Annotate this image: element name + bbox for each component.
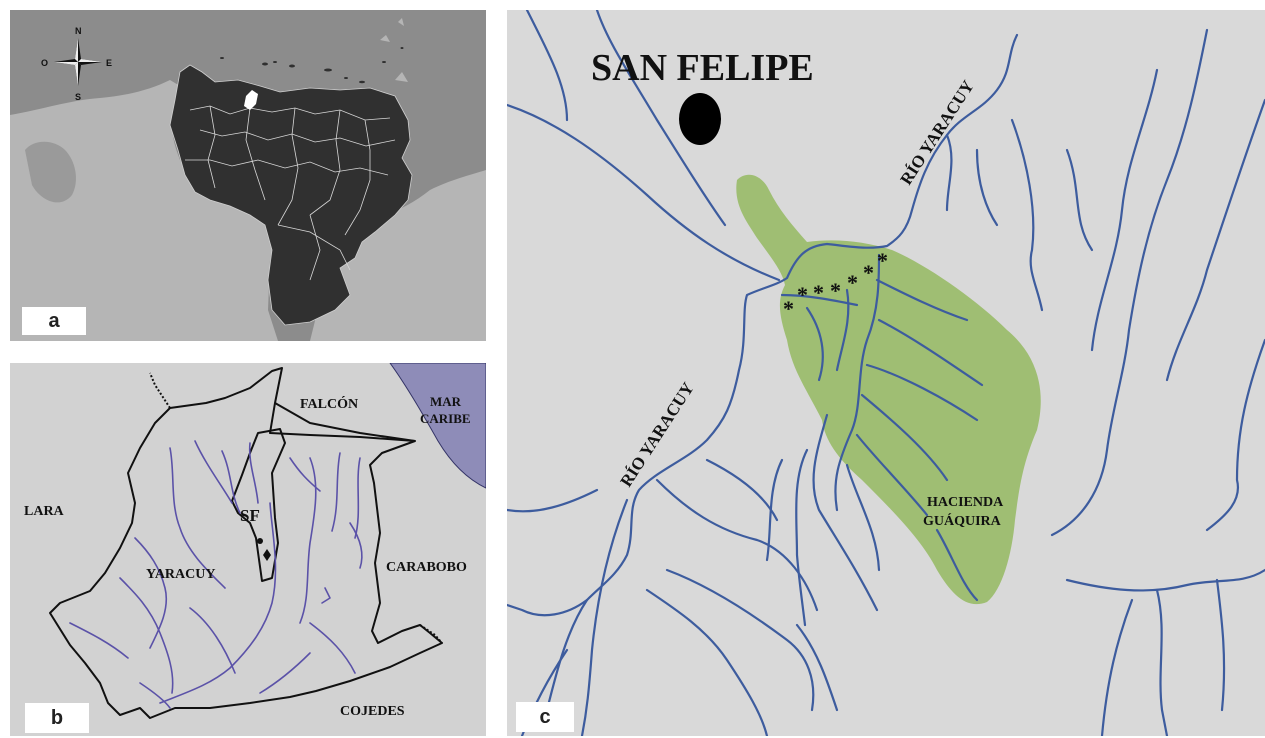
compass-north: N bbox=[75, 26, 82, 36]
falcon-border bbox=[274, 402, 416, 442]
compass-east: E bbox=[106, 58, 112, 68]
yaracuy-state-map: FALCÓN MAR CARIBE LARA SF YARACUY CARABO… bbox=[24, 363, 486, 719]
rivers-b bbox=[69, 440, 363, 709]
neighbor-land-east bbox=[310, 170, 486, 341]
hacienda-guaquira-area bbox=[736, 174, 1041, 605]
compass-rose-icon: N S E O bbox=[41, 26, 112, 102]
yaracuy-border bbox=[49, 367, 443, 719]
compass-south: S bbox=[75, 92, 81, 102]
hacienda-diamond bbox=[263, 549, 271, 561]
label-carabobo: CARABOBO bbox=[386, 560, 467, 575]
site-marker: * bbox=[863, 260, 874, 285]
mar-caribe-area bbox=[389, 363, 486, 489]
sf-municipality-border bbox=[231, 428, 286, 582]
label-mar-caribe-2: CARIBE bbox=[420, 411, 471, 426]
label-falcon: FALCÓN bbox=[300, 395, 358, 412]
panel-c-hacienda-map: * * * * * * * SAN FELIPE RÍO YARACUY RÍO… bbox=[507, 10, 1265, 736]
label-hacienda-1: HACIENDA bbox=[927, 495, 1004, 510]
northwest-border bbox=[149, 372, 171, 409]
site-marker: * bbox=[830, 278, 841, 303]
label-hacienda-2: GUÁQUIRA bbox=[923, 512, 1002, 529]
label-mar-caribe-1: MAR bbox=[430, 394, 462, 409]
panel-c-tag: c bbox=[516, 702, 574, 732]
east-border bbox=[419, 624, 443, 644]
label-san-felipe: SAN FELIPE bbox=[591, 47, 814, 89]
label-yaracuy: YARACUY bbox=[146, 567, 216, 582]
venezuela-map: N S E O bbox=[10, 18, 486, 341]
caribbean-islands bbox=[220, 47, 404, 84]
site-marker: * bbox=[847, 270, 858, 295]
label-sf: SF bbox=[240, 506, 260, 525]
label-lara: LARA bbox=[24, 504, 65, 519]
panel-a-tag: a bbox=[22, 307, 86, 335]
rivers-c bbox=[507, 10, 1265, 736]
panel-b-tag: b bbox=[25, 703, 89, 733]
yaracuy-highlight bbox=[244, 90, 258, 110]
site-marker: * bbox=[877, 248, 888, 273]
venezuela-shape bbox=[169, 64, 413, 326]
panel-b-yaracuy-map: FALCÓN MAR CARIBE LARA SF YARACUY CARABO… bbox=[10, 363, 486, 736]
label-rio-yaracuy-south: RÍO YARACUY bbox=[616, 379, 697, 490]
caribbean-islands-light bbox=[380, 18, 408, 82]
neighbor-land bbox=[10, 80, 278, 341]
san-felipe-dot bbox=[257, 538, 263, 544]
site-markers: * * * * * * * bbox=[783, 248, 888, 321]
san-felipe-city-marker bbox=[679, 93, 721, 145]
compass-west: O bbox=[41, 58, 48, 68]
state-borders bbox=[185, 105, 396, 281]
site-marker: * bbox=[797, 282, 808, 307]
neighbor-land-west-inlet bbox=[25, 141, 76, 203]
site-marker: * bbox=[783, 296, 794, 321]
label-rio-yaracuy-north: RÍO YARACUY bbox=[896, 77, 977, 188]
panel-a-location-map: N S E O a bbox=[10, 10, 486, 341]
hacienda-detail-map: * * * * * * * SAN FELIPE RÍO YARACUY RÍO… bbox=[507, 10, 1265, 736]
site-marker: * bbox=[813, 280, 824, 305]
label-cojedes: COJEDES bbox=[340, 704, 405, 719]
